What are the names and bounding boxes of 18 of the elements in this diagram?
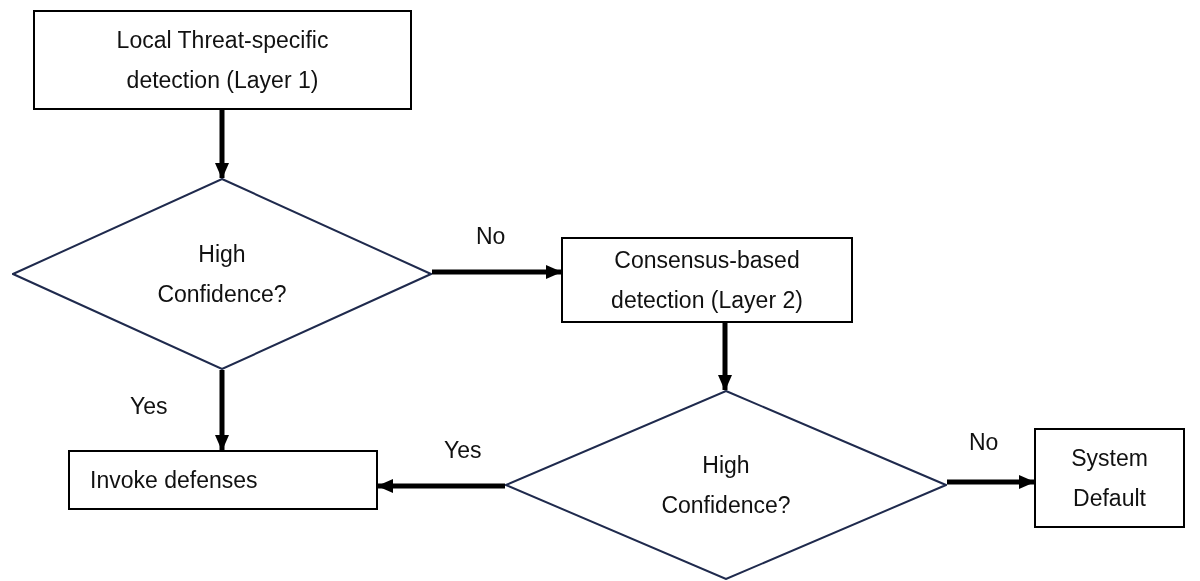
node-label: Invoke defenses [90, 466, 258, 495]
process-box [561, 237, 853, 323]
node-label: High Confidence? [660, 451, 792, 520]
node-label: Local Threat-specific detection (Layer 1) [115, 26, 330, 95]
decision-diamond [12, 178, 432, 370]
process-box [68, 450, 378, 510]
arrow [947, 475, 1035, 489]
process-box [1034, 428, 1185, 528]
node-label: High Confidence? [156, 240, 288, 309]
arrow [377, 479, 505, 493]
arrow [215, 110, 229, 179]
decision-diamond [505, 390, 947, 580]
arrow [432, 265, 562, 279]
arrow [215, 370, 229, 451]
node-label: System Default [1070, 444, 1149, 513]
arrow [718, 323, 732, 391]
process-box [33, 10, 412, 110]
node-label: Consensus-based detection (Layer 2) [610, 246, 804, 315]
